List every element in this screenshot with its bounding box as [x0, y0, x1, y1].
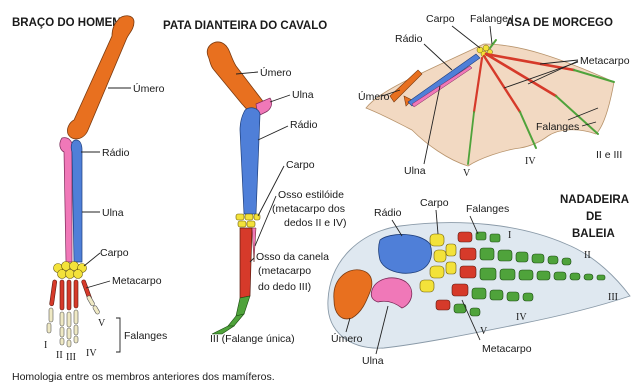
bat-digit-v: V [463, 168, 471, 179]
bat-wing-title: ASA DE MORCEGO [506, 17, 613, 29]
whale-umero-label: Úmero [331, 332, 363, 345]
horse-carpals [236, 214, 260, 227]
human-falanges-label: Falanges [124, 330, 167, 342]
bat-metacarpo-label: Metacarpo [580, 55, 630, 67]
human-digit-ii: II [56, 350, 63, 361]
horse-estiloide-label-1: Osso estilóide [278, 189, 344, 201]
horse-radio-label: Rádio [290, 119, 318, 131]
human-digit-v: V [98, 318, 106, 329]
human-arm-panel: BRAÇO DO HOMEM [12, 16, 167, 363]
human-radio-label: Rádio [102, 147, 130, 159]
horse-phalanx-1 [236, 296, 250, 316]
horse-ulna-label: Ulna [292, 89, 314, 101]
whale-digit-v: V [480, 326, 488, 337]
horse-canela-label-1: Osso da canela [256, 251, 329, 263]
whale-radius-blue-bone [379, 234, 432, 273]
human-phalanges [47, 295, 100, 347]
horse-falange-label: III (Falange única) [210, 333, 295, 345]
bat-radio-label: Rádio [395, 33, 423, 45]
whale-digit-i: I [508, 230, 511, 241]
horse-cannon-bone [240, 228, 252, 298]
horse-leg-title: PATA DIANTEIRA DO CAVALO [163, 20, 327, 32]
whale-falanges-label: Falanges [466, 203, 509, 215]
bat-carpo-label: Carpo [426, 13, 455, 25]
whale-digit-ii: II [584, 250, 591, 261]
bat-falanges-label: Falanges [536, 121, 579, 133]
bat-digit-ii-iii: II e III [596, 149, 622, 161]
whale-carpo-label: Carpo [420, 197, 449, 209]
whale-flipper-panel: NADADEIRA DE BALEIA [328, 194, 630, 367]
human-radius-blue-bone [71, 140, 82, 262]
whale-title-3: BALEIA [572, 228, 615, 240]
whale-radio-label: Rádio [374, 207, 402, 219]
horse-leg-panel: PATA DIANTEIRA DO CAVALO Úmero Ulna Rádi… [163, 20, 346, 345]
horse-phalanx-2 [228, 314, 244, 326]
human-metacarpals [49, 279, 92, 310]
human-ulna-label: Ulna [102, 207, 124, 219]
horse-estiloide-label-3: dedos II e IV) [284, 217, 346, 229]
bat-digit-iv: IV [525, 156, 536, 167]
whale-metacarpo-label: Metacarpo [482, 343, 532, 355]
human-carpals [54, 262, 87, 279]
human-digit-i: I [44, 340, 47, 351]
horse-canela-label-2: (metacarpo [258, 265, 311, 277]
human-humerus-bone [67, 16, 134, 139]
whale-title-1: NADADEIRA [560, 194, 629, 206]
whale-ulna-label: Ulna [362, 355, 384, 367]
horse-umero-label: Úmero [260, 66, 292, 79]
whale-title-2: DE [586, 211, 602, 223]
human-carpo-label: Carpo [100, 247, 129, 259]
human-ulna-pink-bone [60, 138, 73, 262]
bat-ulna-label: Ulna [404, 165, 426, 177]
bat-umero-label: Úmero [358, 90, 390, 103]
horse-canela-label-3: do dedo III) [258, 281, 311, 293]
human-arm-title: BRAÇO DO HOMEM [12, 17, 122, 29]
figure-caption: Homologia entre os membros anteriores do… [12, 371, 275, 383]
human-metacarpo-label: Metacarpo [112, 275, 162, 287]
horse-estiloide-label-2: (metacarpo dos [272, 203, 345, 215]
horse-radius-blue-bone [240, 108, 260, 214]
whale-digit-iii: III [608, 292, 618, 303]
human-digit-iv: IV [86, 348, 97, 359]
whale-digit-iv: IV [516, 312, 527, 323]
bat-falange-i-label: Falange I [470, 13, 514, 25]
horse-humerus-bone [207, 42, 264, 114]
human-digit-iii: III [66, 352, 76, 363]
bat-wing-panel: ASA DE MORCEGO Carpo Falange I Rá [358, 13, 630, 179]
horse-carpo-label: Carpo [286, 159, 315, 171]
human-umero-label: Úmero [133, 82, 165, 95]
whale-flipper-outline [328, 223, 630, 349]
